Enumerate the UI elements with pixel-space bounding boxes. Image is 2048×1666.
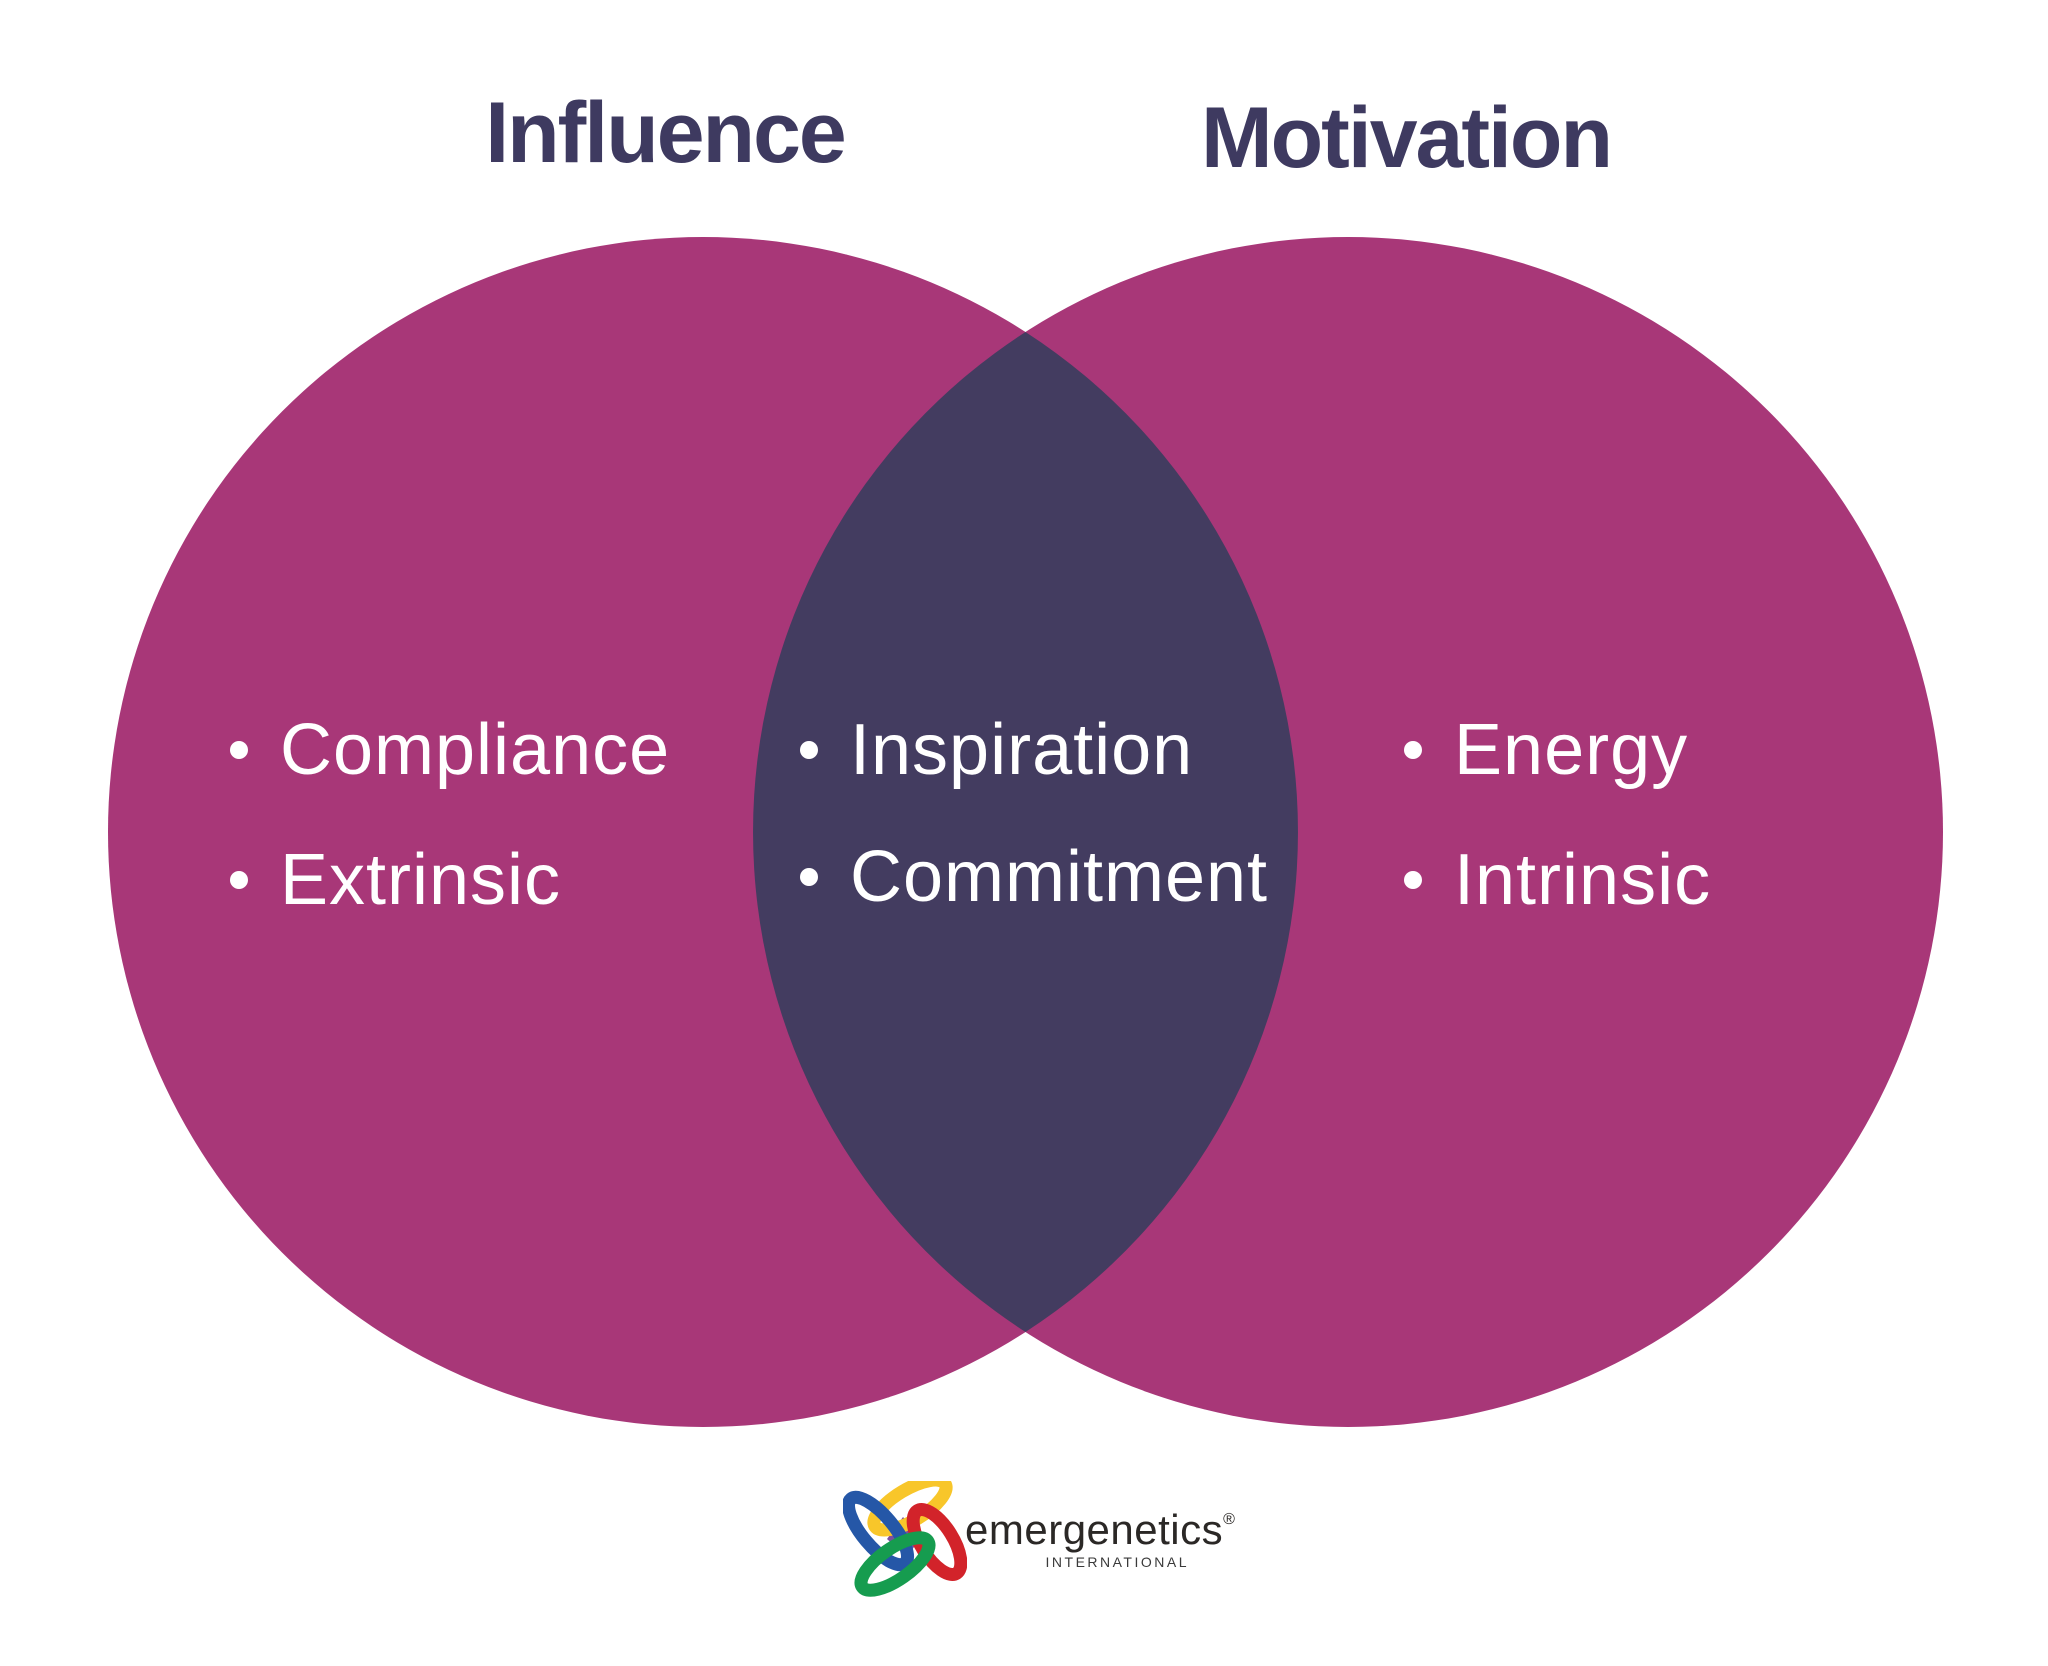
list-item: Energy — [1404, 714, 1688, 786]
bullet-icon — [230, 741, 248, 759]
list-item: Compliance — [230, 714, 670, 786]
list-item: Extrinsic — [230, 844, 561, 916]
list-item-label: Commitment — [850, 837, 1269, 917]
bullet-icon — [1404, 741, 1422, 759]
logo-brand-text: emergenetics — [965, 1506, 1224, 1553]
emergenetics-logo-icon — [843, 1481, 967, 1597]
list-item-label: Energy — [1454, 710, 1689, 790]
overlap-lens — [753, 332, 1298, 1332]
list-item: Commitment — [800, 841, 1268, 913]
bullet-icon — [230, 871, 248, 889]
list-item-label: Intrinsic — [1454, 840, 1712, 920]
bullet-icon — [1404, 871, 1422, 889]
list-item-label: Inspiration — [850, 710, 1194, 790]
logo-green-ring — [854, 1531, 936, 1597]
right-circle-title: Motivation — [1201, 90, 1613, 186]
bullet-icon — [800, 868, 818, 886]
bullet-icon — [800, 741, 818, 759]
left-circle-title: Influence — [485, 85, 847, 181]
logo-wordmark: emergenetics® INTERNATIONAL — [965, 1509, 1235, 1570]
registered-trademark-icon: ® — [1223, 1511, 1235, 1528]
list-item-label: Extrinsic — [280, 840, 562, 920]
list-item: Intrinsic — [1404, 844, 1711, 916]
list-item: Inspiration — [800, 714, 1193, 786]
logo-blue-ring — [843, 1490, 914, 1572]
emergenetics-logo: emergenetics® INTERNATIONAL — [843, 1481, 1235, 1605]
list-item-label: Compliance — [280, 710, 671, 790]
logo-subtitle: INTERNATIONAL — [1045, 1554, 1189, 1570]
